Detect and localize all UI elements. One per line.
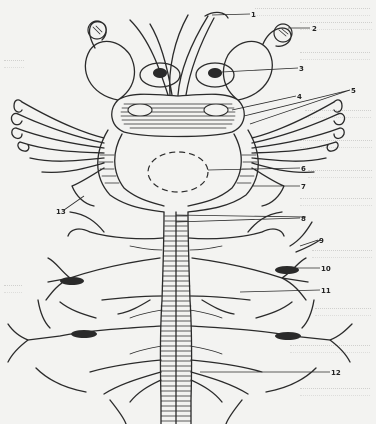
label-8: 8 [301, 215, 306, 223]
label-3: 3 [299, 65, 304, 73]
label-9: 9 [319, 237, 324, 245]
circumoesophageal-connectives [98, 130, 306, 217]
left-cheliped-nerves [11, 100, 104, 206]
figure-labels: 1 2 3 4 5 6 7 8 9 10 11 12 13 [56, 11, 356, 377]
label-4: 4 [297, 93, 302, 101]
label-12: 12 [331, 369, 341, 377]
right-cheliped-nerves [252, 100, 345, 206]
label-10: 10 [321, 265, 331, 273]
label-5: 5 [351, 87, 356, 95]
label-6: 6 [301, 165, 306, 173]
label-2: 2 [312, 25, 317, 33]
ventral-nerve-cord [160, 212, 191, 424]
supraoesophageal-ganglion [85, 12, 292, 136]
oesophagus-outline [148, 152, 208, 192]
label-1: 1 [251, 11, 256, 19]
label-13: 13 [56, 208, 66, 216]
segmental-nerves [8, 212, 352, 424]
label-leader-lines [64, 14, 350, 372]
label-11: 11 [321, 287, 331, 295]
label-7: 7 [301, 183, 306, 191]
